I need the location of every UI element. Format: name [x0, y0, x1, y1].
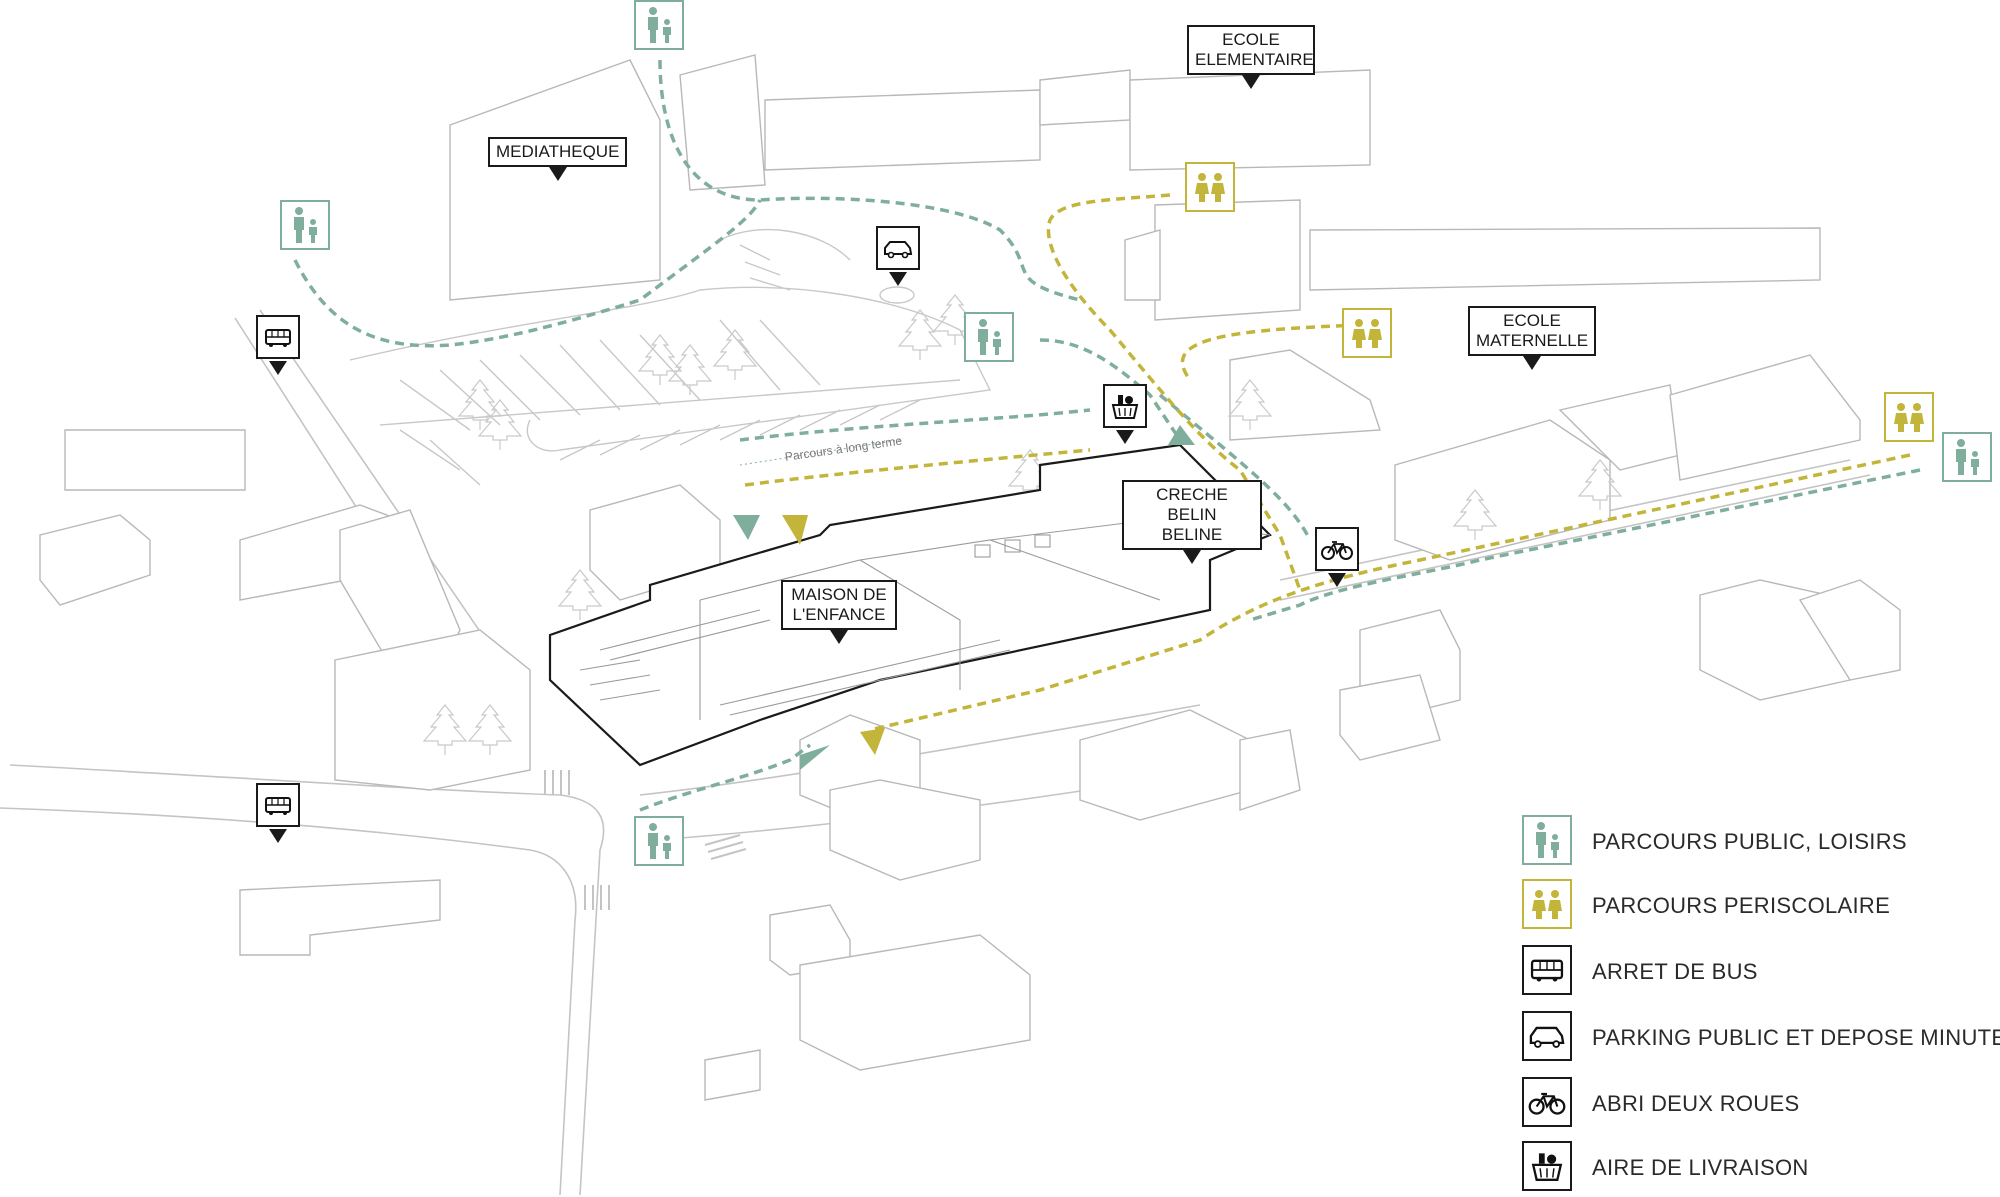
ecole-maternelle-label: ECOLE MATERNELLE [1468, 306, 1596, 370]
adult-child-icon [1522, 815, 1572, 865]
legend-item-bus: ARRET DE BUS [1522, 945, 2000, 1001]
public-pathways [293, 59, 1921, 812]
shopping-basket-icon [1111, 395, 1139, 419]
legend-label: PARCOURS PUBLIC, LOISIRS [1592, 829, 1907, 854]
periscolaire-pathways [744, 193, 1911, 732]
public-route-badge [964, 312, 1014, 362]
adult-child-icon [648, 7, 671, 43]
crosswalks [544, 770, 747, 910]
legend-item-delivery: AIRE DE LIVRAISON [1522, 1141, 2000, 1197]
periscolaire-route-badge [1185, 162, 1235, 212]
legend-label: PARCOURS PERISCOLAIRE [1592, 893, 1891, 918]
legend-label: ABRI DEUX ROUES [1592, 1091, 1800, 1116]
bike-shelter-pin [1315, 527, 1359, 587]
adult-child-icon [648, 823, 671, 859]
bus-icon [265, 797, 291, 815]
two-children-icon [1894, 403, 1924, 432]
public-route-badge [634, 0, 684, 50]
bus-icon [1522, 945, 1572, 995]
neighbour-buildings [39, 54, 1901, 1101]
legend-label: ARRET DE BUS [1592, 959, 1758, 984]
maison-de-l-enfance-label: MAISON DE L'ENFANCE [781, 580, 897, 644]
maison-de-l-enfance-details [579, 519, 1271, 720]
two-children-icon [1352, 319, 1382, 348]
car-icon [884, 241, 913, 259]
public-route-badge [280, 200, 330, 250]
delivery-area-pin [1103, 384, 1147, 444]
legend-label: AIRE DE LIVRAISON [1592, 1155, 1809, 1180]
adult-child-icon [1956, 439, 1979, 475]
direction-arrows [733, 425, 1195, 770]
two-children-icon [1522, 879, 1572, 929]
periscolaire-route-badge [1884, 392, 1934, 442]
bicycle-icon [1321, 541, 1353, 560]
creche-belin-beline-label: CRECHE BELIN BELINE [1122, 480, 1262, 564]
parking-pin [876, 226, 920, 286]
legend-item-bike: ABRI DEUX ROUES [1522, 1077, 2000, 1133]
bicycle-icon [1522, 1077, 1572, 1127]
adult-child-icon [978, 319, 1001, 355]
bus-stop-south-pin [256, 783, 300, 843]
periscolaire-route-badge [1342, 308, 1392, 358]
shopping-basket-icon [1522, 1141, 1572, 1191]
public-route-badge [1942, 432, 1992, 482]
car-icon [1522, 1011, 1572, 1061]
legend-item-public: PARCOURS PUBLIC, LOISIRS [1522, 815, 2000, 871]
adult-child-icon [294, 207, 317, 243]
legend-item-periscolaire: PARCOURS PERISCOLAIRE [1522, 879, 2000, 935]
public-route-badge [634, 816, 684, 866]
bus-stop-north-pin [256, 315, 300, 375]
ecole-elementaire-label: ECOLE ELEMENTAIRE [1187, 25, 1315, 89]
legend-item-parking: PARKING PUBLIC ET DEPOSE MINUTE [1522, 1011, 2000, 1067]
legend-label: PARKING PUBLIC ET DEPOSE MINUTE [1592, 1025, 2000, 1050]
mediatheque-label: MEDIATHEQUE [488, 137, 628, 181]
two-children-icon [1195, 173, 1225, 202]
bus-icon [265, 329, 291, 347]
